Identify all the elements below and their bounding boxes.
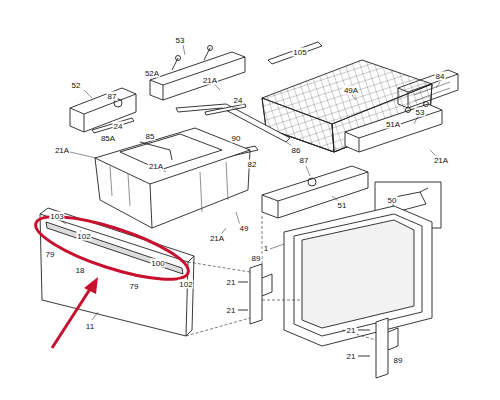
callout-number: 11 [85, 322, 95, 331]
callout-number: 21 [226, 278, 237, 287]
callout-number: 21A [433, 156, 449, 165]
callout-number: 18 [75, 266, 86, 275]
callout-number: 51A [385, 120, 401, 129]
callout-number: 24 [113, 122, 124, 131]
callout-number: 51 [337, 201, 348, 210]
callout-number: 21 [226, 306, 237, 315]
callout-number: 85A [100, 134, 116, 143]
callout-number: 49A [343, 86, 359, 95]
callout-number: 84 [435, 72, 446, 81]
callout-number: 53 [175, 36, 186, 45]
callout-number: 87 [107, 92, 118, 101]
callout-number: 79 [129, 282, 140, 291]
callout-number: 82 [247, 160, 258, 169]
callout-number: 100 [150, 259, 165, 268]
callout-number: 89 [251, 254, 262, 263]
callout-number: 87 [299, 156, 310, 165]
callout-number: 21A [148, 162, 164, 171]
callout-number: 1 [263, 244, 269, 253]
callout-number: 21A [202, 76, 218, 85]
callout-number: 24 [233, 96, 244, 105]
callout-number: 21 [346, 326, 357, 335]
callout-number: 102 [178, 280, 193, 289]
callout-number: 102 [76, 232, 91, 241]
callout-number: 21A [54, 146, 70, 155]
callout-number: 52A [144, 69, 160, 78]
callout-number: 50 [387, 196, 398, 205]
callout-number: 49 [239, 224, 250, 233]
callout-number: 21A [209, 234, 225, 243]
callout-number: 53 [415, 108, 426, 117]
callout-number: 52 [71, 81, 82, 90]
callout-number: 86 [291, 146, 302, 155]
callout-number: 21 [346, 352, 357, 361]
callout-number: 79 [45, 250, 56, 259]
callout-number: 90 [231, 134, 242, 143]
callout-number: 89 [393, 356, 404, 365]
callout-number: 105 [292, 48, 307, 57]
callout-number: 103 [49, 212, 64, 221]
callout-number: 85 [145, 132, 156, 141]
